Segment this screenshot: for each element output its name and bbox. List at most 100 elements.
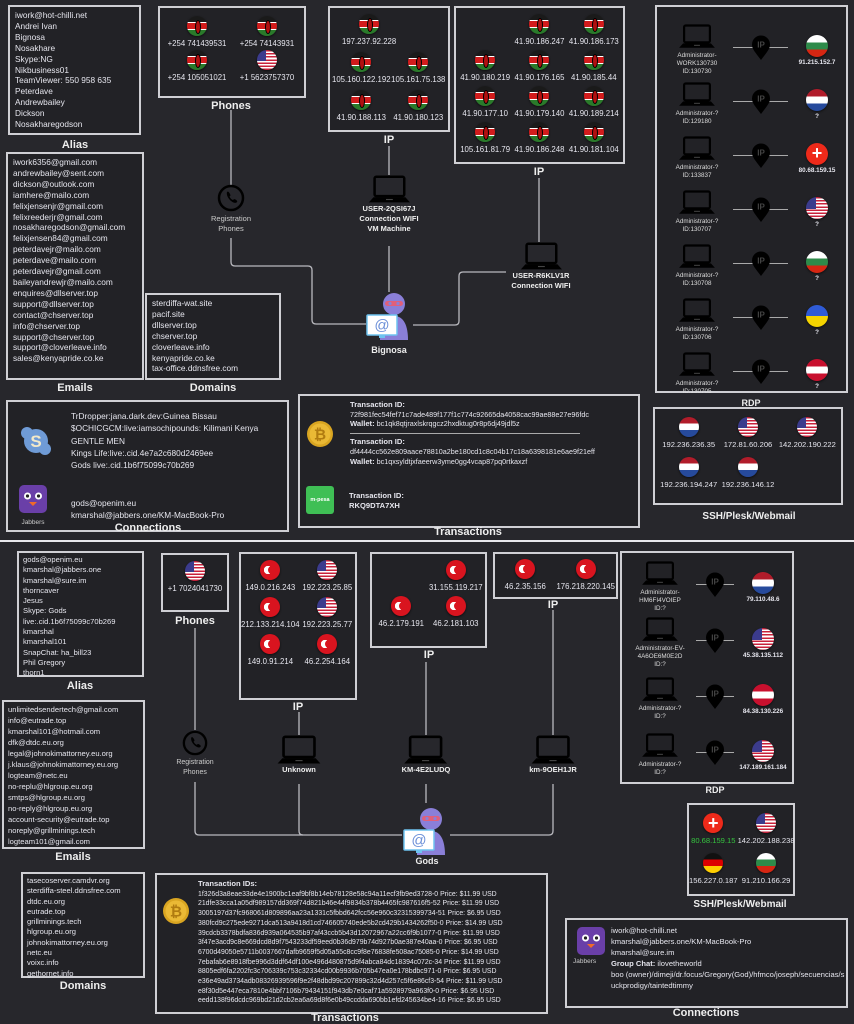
- laptop-label: km-9OEH1JR: [529, 764, 577, 774]
- alias-item: Nikbusiness01: [15, 64, 69, 75]
- phones-title: Phones: [211, 100, 251, 112]
- rdp-target: ?: [792, 250, 842, 282]
- ip-item: 197.237.92.228: [342, 14, 396, 46]
- email-item: legal@johnokimattorney.eu.org: [8, 749, 113, 758]
- wallet-label: Wallet:: [350, 419, 375, 429]
- flag-turkey-icon: [391, 596, 412, 616]
- actor-name: Gods: [415, 856, 439, 866]
- ip-pin-icon: IP: [751, 35, 770, 60]
- transaction-row: 3005197d37fc968061d809896aa23a1331c5fbbd…: [198, 909, 503, 919]
- ip-address: 172.81.60.206: [723, 440, 773, 449]
- transaction-row: 1f326d3a8eae33de4e1900bc1eaf9bf8b14eb781…: [198, 890, 503, 900]
- ip-address: ?: [815, 382, 819, 390]
- ip-address: 142.202.188.238: [737, 836, 795, 845]
- price: $6.95 USD: [467, 910, 501, 918]
- ip-item: 41.90.188.113: [337, 90, 386, 122]
- wallet-address: bc1qk8qtjraxlskrqgcz2hxdktug0r8p6dj49jdl…: [376, 419, 520, 429]
- actor-gods: @: [403, 805, 449, 855]
- ssh-item: 192.236.236.35: [662, 417, 715, 449]
- jabber-contact: kmarshal@jabbers.one/KM-MacBook-Pro: [71, 510, 225, 521]
- flag-usa-icon: [752, 627, 774, 650]
- flag-turkey-icon: [445, 560, 466, 580]
- flag-switzerland-icon: [806, 142, 828, 165]
- phones-box: +254 741439531+254 74143931+254 10505102…: [158, 6, 306, 98]
- rdp-host-id: ID:?: [654, 768, 666, 776]
- phone-number: +254 741439531: [167, 39, 227, 48]
- price: $6.95 USD: [463, 939, 498, 947]
- ip-address: 80.68.159.15: [691, 836, 736, 845]
- email-item: baileyandrewjr@mailo.com: [13, 276, 113, 287]
- svg-text:IP: IP: [711, 690, 719, 699]
- laptop-label: Connection WIFI: [359, 213, 419, 223]
- bitcoin-icon: ₿: [162, 897, 190, 930]
- skype-contact: GENTLE MEN: [71, 435, 125, 446]
- ip-address: 41.90.180.219: [460, 73, 511, 82]
- email-item: smtps@hlgroup.eu.org: [8, 793, 85, 802]
- domain-item: gethornet.info: [27, 968, 74, 978]
- flag-kenya-icon: [256, 16, 277, 36]
- svg-text:IP: IP: [711, 746, 719, 755]
- phone-icon: [217, 184, 245, 212]
- domain-item: voixc.info: [27, 958, 59, 968]
- ip-item: 192.223.25.85: [302, 560, 352, 592]
- rdp-connection: IP: [729, 197, 792, 227]
- ip-item: 46.2.254.164: [304, 634, 351, 666]
- ip-address: 46.2.181.103: [432, 619, 479, 628]
- ssh-item: 80.68.159.15: [691, 813, 735, 845]
- ip-address: 46.2.254.164: [304, 657, 351, 666]
- rdp-host-name: Administrator-EV-4A6OE6M0E2D: [635, 644, 685, 660]
- email-item: j.klaus@johnokimattorney.eu.org: [8, 760, 119, 769]
- ip-address: 192.223.25.77: [302, 620, 353, 629]
- svg-text:IP: IP: [757, 365, 765, 374]
- ssh-item: 142.202.190.222: [779, 417, 836, 449]
- tx-label: Transaction IDs:: [198, 879, 258, 888]
- domain-item: johnokimattorney.eu.org: [27, 937, 108, 947]
- price: $11.99 USD: [465, 978, 503, 986]
- flag-kenya-icon: [529, 50, 550, 70]
- ip-item: 31.155.119.217: [429, 560, 483, 592]
- transaction-id: 3f47e3acd9c8e669dcd8d9f7543233df59eed0b3…: [198, 939, 443, 947]
- price-label: Price:: [440, 890, 458, 898]
- laptop-icon: [679, 244, 715, 268]
- ip-address: 46.2.35.156: [504, 582, 546, 591]
- rdp-target: 45.38.135.112: [738, 627, 788, 659]
- rdp-host: Administrator-?ID:130706: [665, 298, 729, 342]
- rdp-target: ?: [792, 196, 842, 228]
- laptop-icon: [531, 735, 575, 764]
- alias-item: Phil Gregory: [23, 657, 66, 667]
- flag-ukraine-icon: [806, 304, 828, 327]
- flag-kenya-icon: [529, 122, 550, 142]
- svg-text:IP: IP: [757, 257, 765, 266]
- alias-item: kmarshal101: [23, 637, 67, 647]
- ip-address: ?: [815, 274, 819, 282]
- transaction-id: 380fcd9c275ede9271dca513a9418d1cd7466057…: [198, 919, 444, 927]
- ip-address: 212.133.214.104: [241, 620, 300, 629]
- flag-turkey-icon: [260, 634, 281, 654]
- ip-item: 46.2.179.191: [378, 596, 424, 628]
- laptop-icon: [679, 24, 715, 48]
- domain-item: netc.eu: [27, 948, 52, 958]
- flag-netherlands-icon: [806, 88, 828, 111]
- rdp-connection: IP: [729, 143, 792, 173]
- connections-title: Connections: [114, 522, 182, 534]
- ip-address: 79.110.48.6: [746, 595, 780, 603]
- alias-item: Skype: Gods: [23, 606, 67, 616]
- alias-item: Nosakharegodson: [15, 119, 83, 130]
- mpesa-transaction-id: RKQ9DTA7XH: [349, 500, 400, 510]
- price-label: Price:: [443, 929, 461, 937]
- email-item: peterdave@mailo.com: [13, 255, 97, 266]
- flag-netherlands-icon: [752, 571, 774, 594]
- flag-kenya-icon: [408, 90, 429, 110]
- flag-kenya-icon: [583, 50, 604, 70]
- ip-address: 91.210.166.29: [741, 876, 791, 885]
- ip-address: 105.160.122.192: [332, 75, 391, 84]
- ip-address: 192.223.25.85: [302, 583, 353, 592]
- phones-title: Phones: [175, 615, 215, 627]
- group-chat-members: boo (owner)/dimeji/dr.focus/Gregory(God)…: [611, 970, 845, 990]
- ssh-item: 192.236.146.12: [722, 457, 774, 489]
